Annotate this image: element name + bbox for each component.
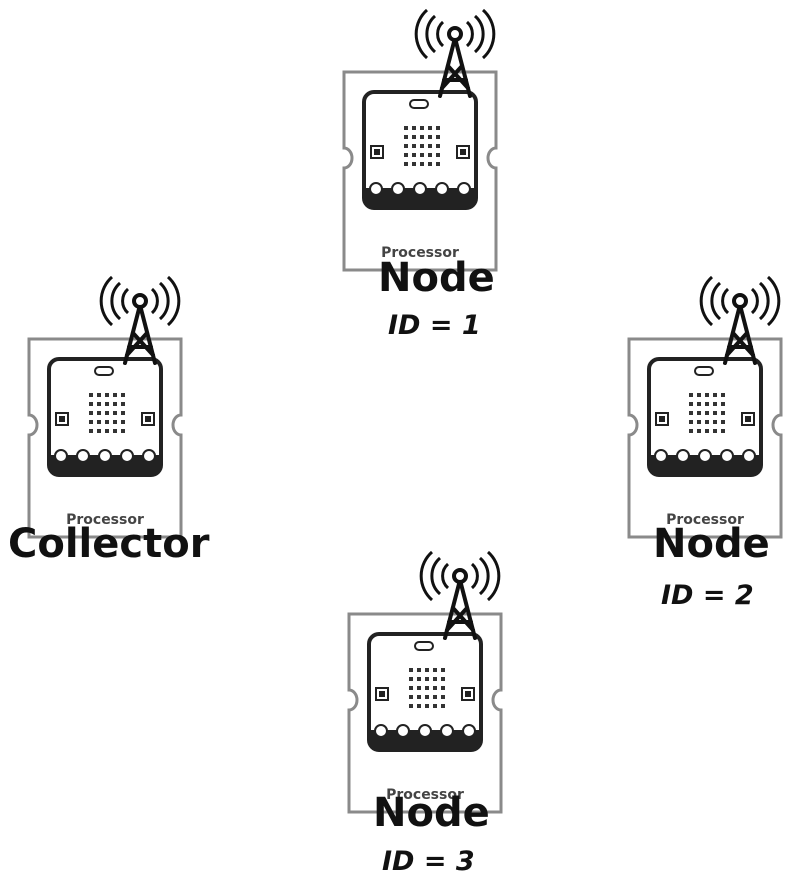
node-device-3: Processor: [335, 550, 515, 840]
node-role-label: Node: [653, 521, 770, 567]
collector-device: Processor: [15, 275, 195, 565]
processor-label: Processor: [381, 245, 459, 261]
node-id-label: ID = 1: [388, 310, 481, 341]
node-id-label: ID = 2: [661, 580, 754, 611]
node-device-2: Processor: [615, 275, 795, 565]
processor-label: Processor: [66, 512, 144, 528]
collector-role-label: Collector: [8, 521, 210, 567]
node-id-label: ID = 3: [382, 846, 475, 877]
processor-label: Processor: [666, 512, 744, 528]
node-device-1: Processor: [330, 8, 510, 298]
node-role-label: Node: [378, 255, 495, 301]
node-role-label: Node: [373, 790, 490, 836]
processor-label: Processor: [386, 787, 464, 803]
